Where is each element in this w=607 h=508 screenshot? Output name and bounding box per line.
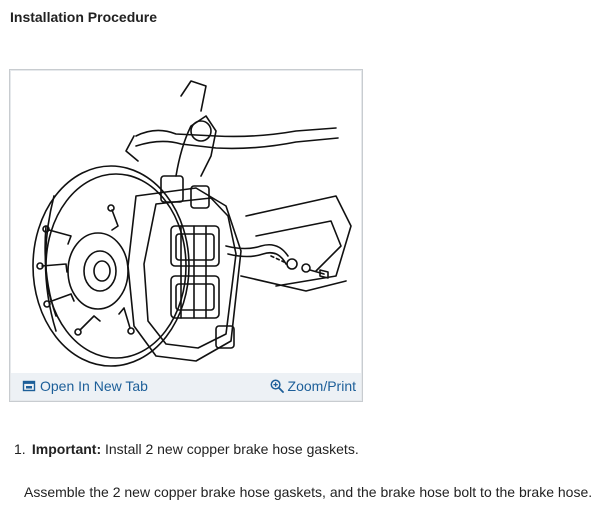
open-in-new-tab-label: Open In New Tab [40, 378, 148, 394]
important-label: Important: [31, 441, 102, 457]
important-text: Install 2 new copper brake hose gaskets. [105, 441, 359, 457]
zoom-in-icon [270, 379, 284, 393]
figure-card: Open In New Tab Zoom/Print [9, 69, 363, 402]
step-detail-text: Assemble the 2 new copper brake hose gas… [24, 484, 593, 500]
open-in-new-tab-link[interactable]: Open In New Tab [22, 378, 148, 394]
section-title: Installation Procedure [10, 9, 158, 25]
brake-assembly-illustration[interactable] [16, 76, 356, 376]
zoom-print-link[interactable]: Zoom/Print [270, 378, 356, 394]
open-in-new-tab-icon [22, 380, 36, 392]
zoom-print-label: Zoom/Print [287, 378, 356, 394]
step-item: 1. Important: Install 2 new copper brake… [14, 441, 359, 457]
figure-toolbar: Open In New Tab Zoom/Print [11, 373, 361, 400]
step-number: 1. [14, 441, 26, 457]
